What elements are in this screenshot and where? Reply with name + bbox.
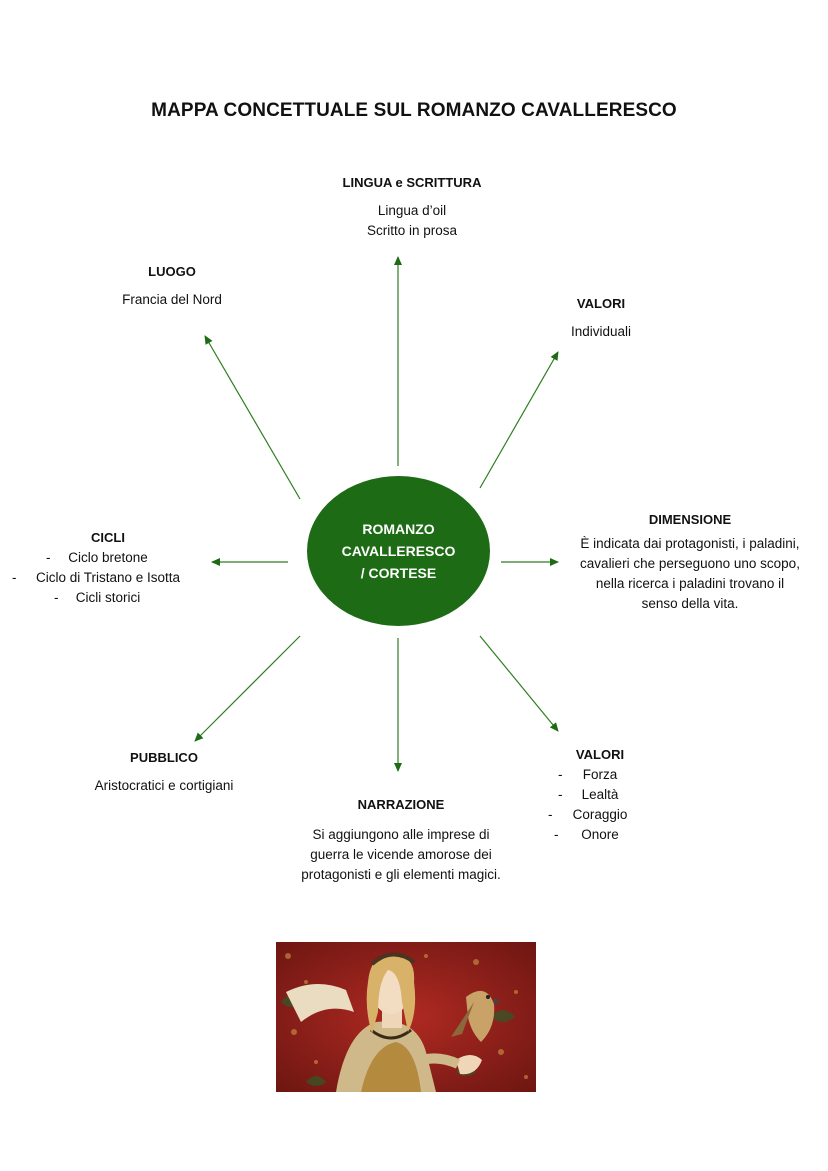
- list-item: -Lealtà: [558, 787, 619, 802]
- node-cicli: CICLI -Ciclo bretone -Ciclo di Tristano …: [8, 528, 208, 608]
- center-line: / CORTESE: [360, 565, 437, 581]
- list-item-text: Coraggio: [572, 807, 628, 822]
- node-heading: CICLI: [91, 530, 125, 545]
- node-heading: VALORI: [576, 296, 626, 311]
- list-item-text: Lealtà: [581, 787, 619, 802]
- node-text: Aristocratici e cortigiani: [94, 778, 234, 793]
- center-line: ROMANZO: [362, 521, 435, 537]
- node-heading: LINGUA e SCRITTURA: [342, 175, 482, 190]
- tapestry-image: [276, 942, 536, 1092]
- node-text: Scritto in prosa: [366, 223, 458, 238]
- list-item: -Onore: [554, 827, 619, 842]
- node-text: nella ricerca i paladini trovano il: [595, 576, 785, 591]
- list-item: -Ciclo bretone: [46, 550, 148, 565]
- node-text: Lingua d’oil: [377, 203, 447, 218]
- node-valori-bottom: VALORI -Forza -Lealtà -Coraggio -Onore: [540, 745, 660, 845]
- arrow-to-valori-bottom: [479, 635, 559, 732]
- map-title: MAPPA CONCETTUALE SUL ROMANZO CAVALLERES…: [151, 100, 677, 121]
- node-text: protagonisti e gli elementi magici.: [301, 867, 501, 882]
- arrow-to-pubblico: [194, 635, 301, 742]
- node-heading: VALORI: [575, 747, 625, 762]
- node-heading: DIMENSIONE: [648, 512, 732, 527]
- node-heading: LUOGO: [148, 264, 196, 279]
- node-dimensione: DIMENSIONE È indicata dai protagonisti, …: [562, 510, 818, 614]
- list-item: -Cicli storici: [54, 590, 141, 605]
- node-heading: NARRAZIONE: [357, 797, 445, 812]
- node-lingua: LINGUA e SCRITTURA Lingua d’oil Scritto …: [312, 173, 512, 241]
- list-item-text: Ciclo bretone: [68, 550, 148, 565]
- node-text: È indicata dai protagonisti, i paladini,: [580, 536, 800, 551]
- node-luogo: LUOGO Francia del Nord: [92, 262, 252, 310]
- node-text: guerra le vicende amorose dei: [310, 847, 492, 862]
- node-pubblico: PUBBLICO Aristocratici e cortigiani: [72, 748, 256, 796]
- list-item-text: Onore: [581, 827, 619, 842]
- node-text: Francia del Nord: [122, 292, 222, 307]
- node-text: Individuali: [570, 324, 632, 339]
- list-item-text: Ciclo di Tristano e Isotta: [35, 570, 181, 585]
- list-item: -Forza: [558, 767, 618, 782]
- node-heading: PUBBLICO: [130, 750, 198, 765]
- list-item: -Ciclo di Tristano e Isotta: [12, 570, 181, 585]
- center-line: CAVALLERESCO: [341, 543, 456, 559]
- arrow-to-valori-top: [479, 351, 559, 489]
- list-item-text: Forza: [582, 767, 618, 782]
- list-item-text: Cicli storici: [75, 590, 141, 605]
- node-text: Si aggiungono alle imprese di: [312, 827, 490, 842]
- arrow-to-luogo: [204, 335, 301, 500]
- node-valori-top: VALORI Individuali: [541, 294, 661, 342]
- node-text: senso della vita.: [641, 596, 739, 611]
- node-text: cavalieri che perseguono uno scopo,: [580, 556, 800, 571]
- central-concept: ROMANZO CAVALLERESCO / CORTESE: [307, 476, 490, 626]
- node-narrazione: NARRAZIONE Si aggiungono alle imprese di…: [280, 795, 522, 885]
- list-item: -Coraggio: [548, 807, 628, 822]
